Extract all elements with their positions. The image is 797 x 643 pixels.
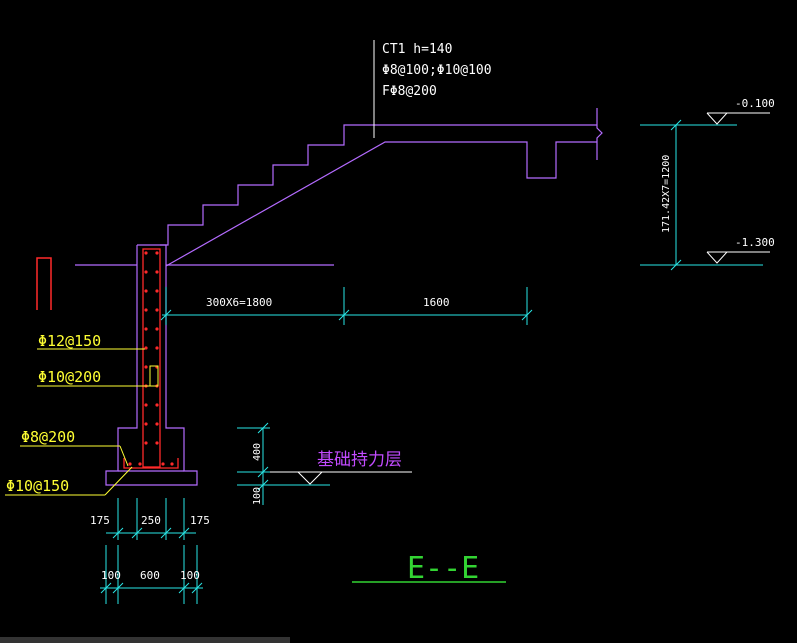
stair-soffit [165, 141, 597, 267]
elevation-top-label: -0.100 [735, 97, 775, 110]
elevation-triangle-bottom [706, 251, 729, 264]
dim-landing: 1600 [423, 296, 450, 309]
dim-wall-175-right: 175 [190, 514, 210, 527]
dim-base-600: 600 [140, 569, 160, 582]
dim-base-100-left: 100 [101, 569, 121, 582]
elevation-triangle-top [706, 112, 729, 125]
section-marker-left [36, 257, 52, 310]
stair-spec-line1: CT1 h=140 [382, 42, 452, 57]
rebar-footing [123, 458, 179, 469]
elevation-height-dim: 171.42X7=1200 [661, 155, 672, 233]
rebar-dots [128, 251, 174, 466]
wall-width-dims [106, 498, 196, 540]
rebar-wall-box [142, 248, 161, 468]
elevation-bottom-label: -1.300 [735, 236, 775, 249]
dim-footing-400: 400 [252, 443, 263, 461]
rebar-label-footing-bottom: Φ10@150 [6, 477, 69, 495]
dim-wall-250: 250 [141, 514, 161, 527]
elevation-markers [640, 112, 770, 271]
rebar-cage [123, 248, 179, 469]
section-title: E--E [407, 551, 479, 586]
dim-stair-run: 300X6=1800 [206, 296, 272, 309]
footing-height-dims [237, 422, 270, 505]
bottom-strip [0, 637, 290, 643]
break-symbol [596, 108, 603, 160]
stair-spec-line2: Φ8@100;Φ10@100 [382, 63, 492, 78]
rebar-label-horizontal: Φ10@200 [38, 368, 101, 386]
bearing-layer-triangle [297, 471, 323, 485]
dim-footing-100: 100 [252, 487, 263, 505]
stair-outline [75, 108, 603, 486]
bearing-layer-label: 基础持力层 [317, 450, 402, 470]
rebar-label-vertical: Φ12@150 [38, 332, 101, 350]
rebar-label-leaders [5, 348, 159, 496]
dim-base-100-right: 100 [180, 569, 200, 582]
stair-steps [160, 124, 597, 246]
base-width-dims [100, 545, 203, 604]
dim-wall-175-left: 175 [90, 514, 110, 527]
rebar-label-footing-top: Φ8@200 [21, 428, 75, 446]
stair-spec-line3: FΦ8@200 [382, 84, 437, 99]
stair-dimension-line [160, 287, 533, 325]
wall-outline [105, 244, 198, 486]
